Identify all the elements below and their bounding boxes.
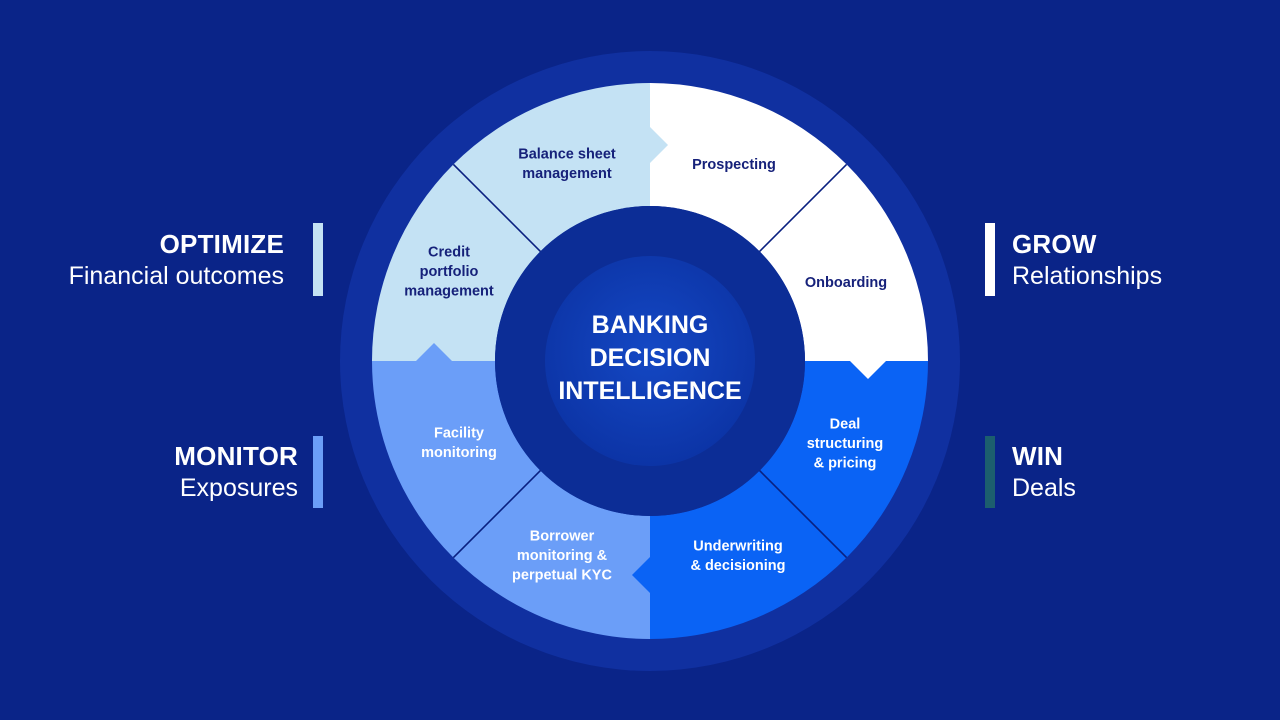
segment-divider: [452, 470, 541, 559]
segment-credit-portfolio: [372, 164, 541, 361]
segment-label-underwriting: Underwriting& decisioning: [690, 538, 785, 574]
monitor-title: MONITOR: [174, 441, 298, 471]
arrows-layer: [414, 125, 888, 595]
grow-subtitle: Relationships: [1012, 262, 1163, 290]
segment-divider: [759, 470, 848, 559]
flow-arrow-bottom: [632, 555, 652, 595]
segment-facility-monitoring: [372, 361, 541, 558]
dividers-layer: [452, 163, 848, 559]
monitor-block: MONITOR Exposures: [174, 440, 298, 504]
segment-label-onboarding: Onboarding: [805, 275, 887, 291]
grow-bar: [985, 223, 995, 296]
segment-balance-sheet: [453, 83, 650, 252]
segment-prospecting: [650, 83, 847, 252]
segment-underwriting: [650, 470, 847, 639]
optimize-block: OPTIMIZE Financial outcomes: [69, 228, 284, 292]
optimize-title: OPTIMIZE: [159, 229, 284, 259]
segment-onboarding: [759, 164, 928, 361]
segments-layer: [372, 83, 928, 639]
win-subtitle: Deals: [1012, 474, 1076, 502]
win-bar: [985, 436, 995, 508]
win-block: WIN Deals: [1012, 440, 1076, 504]
flow-arrow-right: [848, 359, 888, 379]
optimize-subtitle: Financial outcomes: [68, 262, 284, 290]
segment-divider: [759, 163, 848, 252]
segment-borrower-monitoring: [453, 470, 650, 639]
segment-deal-structuring: [759, 361, 928, 558]
monitor-subtitle: Exposures: [179, 474, 298, 502]
center-disc: [545, 256, 755, 466]
flow-arrow-left: [414, 343, 454, 363]
grow-title: GROW: [1012, 229, 1097, 259]
win-title: WIN: [1012, 441, 1064, 471]
segment-label-prospecting: Prospecting: [692, 157, 776, 173]
optimize-bar: [313, 223, 323, 296]
flow-arrow-top: [648, 125, 668, 165]
segment-divider: [452, 163, 541, 252]
monitor-bar: [313, 436, 323, 508]
grow-block: GROW Relationships: [1012, 228, 1162, 292]
